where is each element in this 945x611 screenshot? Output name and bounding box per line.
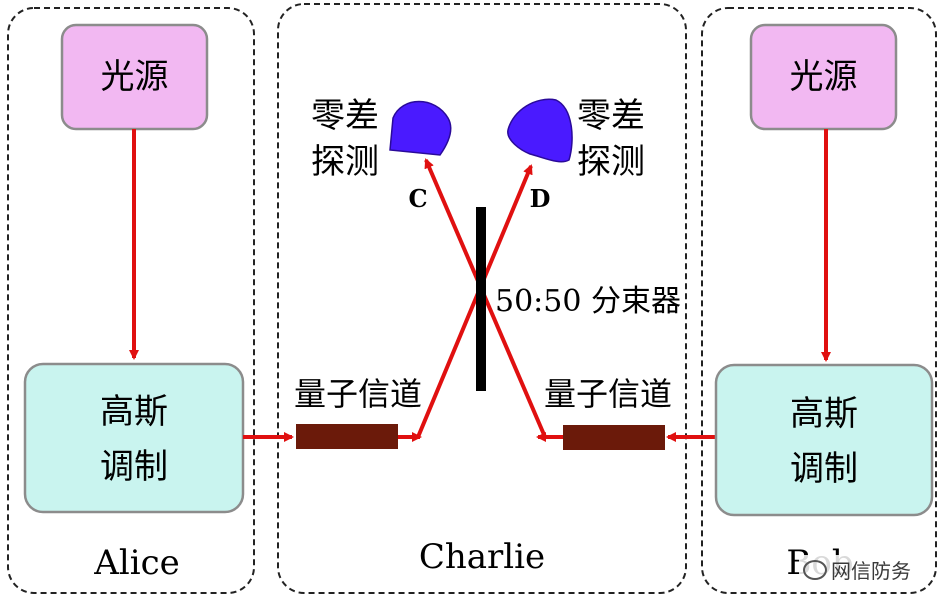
bob-modulation-box — [714, 363, 934, 517]
alice-modulation-label-line2: 调制 — [100, 447, 168, 487]
alice-name: Alice — [93, 543, 179, 583]
wechat-icon — [803, 559, 827, 580]
right-channel-label: 量子信道 — [544, 375, 672, 413]
detector-d-label-line2: 探测 — [577, 142, 645, 182]
alice-modulation-label-line1: 高斯 — [100, 392, 168, 432]
detector-d-label-line1: 零差 — [577, 96, 645, 136]
bob-light-source-box — [749, 23, 898, 131]
bob-light-source-label: 光源 — [790, 57, 858, 97]
detector-c-letter: C — [408, 184, 427, 213]
left-beam-to-detector-d — [416, 164, 533, 438]
bob-panel — [701, 7, 937, 594]
beam-splitter — [476, 207, 486, 391]
detector-d-icon — [507, 98, 573, 163]
detector-c-label-line2: 探测 — [311, 142, 379, 182]
charlie-panel — [277, 3, 687, 594]
charlie-name: Charlie — [419, 537, 545, 577]
watermark: 网信防务 — [799, 555, 915, 584]
watermark-text: 网信防务 — [831, 559, 911, 583]
alice-light-source-label: 光源 — [101, 57, 169, 97]
bob-modulation-label-line1: 高斯 — [790, 394, 858, 434]
left-channel-label: 量子信道 — [294, 375, 422, 413]
detector-c-label-line1: 零差 — [311, 96, 379, 136]
left-channel-bar — [296, 424, 398, 449]
alice-modulation-box — [23, 362, 245, 514]
beam-splitter-label: 50:50 分束器 — [495, 284, 681, 319]
detector-c-icon — [389, 100, 452, 156]
alice-panel — [7, 7, 255, 594]
bob-modulation-label-line2: 调制 — [790, 449, 858, 489]
detector-d-letter: D — [530, 184, 551, 213]
right-channel-bar — [563, 425, 665, 450]
